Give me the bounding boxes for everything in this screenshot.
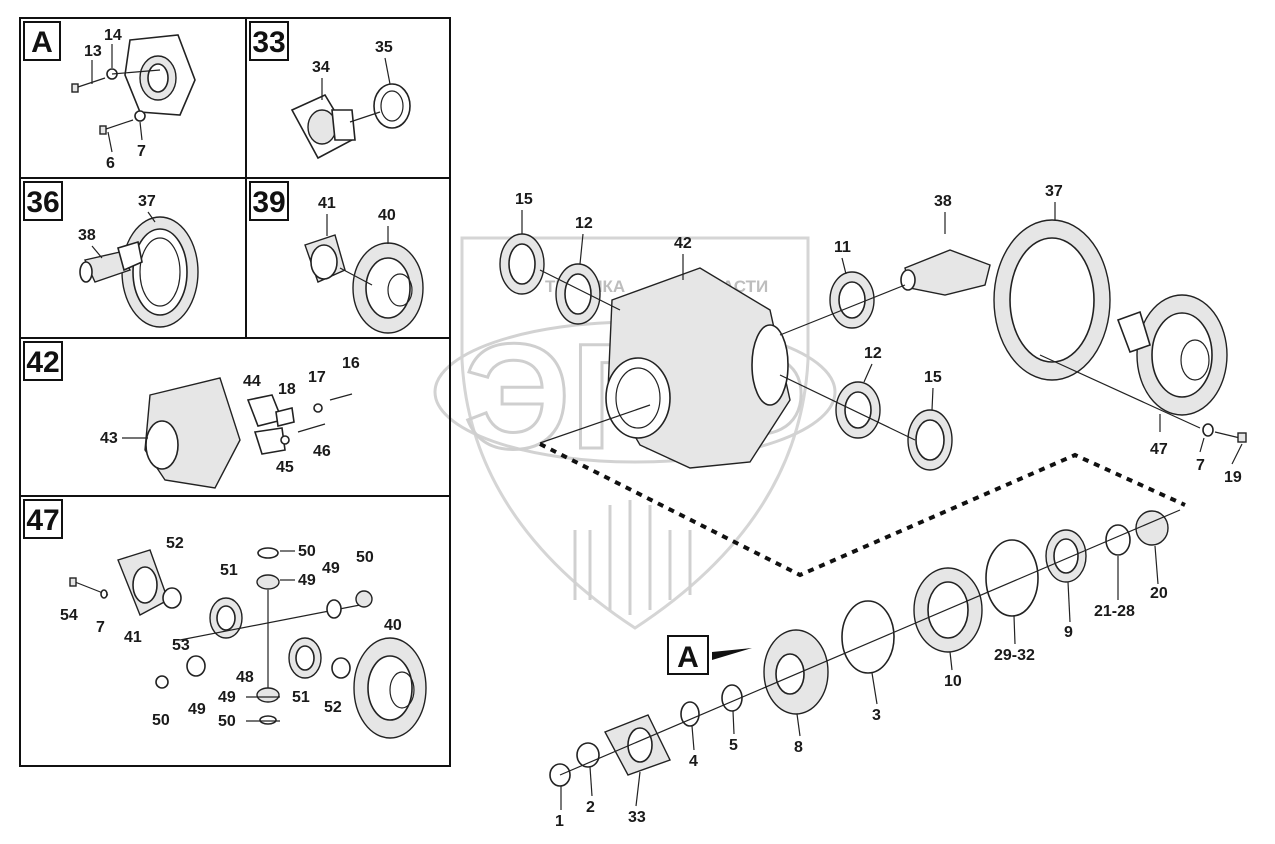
callout-a-box: A xyxy=(677,641,699,674)
callout-42: 42 xyxy=(674,235,692,252)
panel-47-callouts: 54 7 41 52 53 51 50 49 49 50 48 49 50 50… xyxy=(60,535,402,730)
panel-label-33: 33 xyxy=(252,26,285,59)
callout-18: 18 xyxy=(278,381,296,398)
panel-33-callouts: 34 35 xyxy=(312,39,393,100)
callout-7-p47: 7 xyxy=(96,619,105,636)
callout-12-left: 12 xyxy=(575,215,593,232)
panel-42-parts xyxy=(144,377,353,489)
main-parts xyxy=(499,219,1247,787)
callout-40-p47: 40 xyxy=(384,617,402,634)
callout-35: 35 xyxy=(375,39,393,56)
callout-44: 44 xyxy=(243,373,261,390)
callout-37: 37 xyxy=(138,193,156,210)
callout-46: 46 xyxy=(313,443,331,460)
callout-15-left: 15 xyxy=(515,191,533,208)
callout-2: 2 xyxy=(586,799,595,816)
callout-50-top: 50 xyxy=(298,543,316,560)
callout-14: 14 xyxy=(104,27,122,44)
panel-39-callouts: 41 40 xyxy=(318,195,396,244)
panel-label-36: 36 xyxy=(26,186,59,219)
panel-33-parts xyxy=(290,83,411,160)
callout-13: 13 xyxy=(84,43,102,60)
callout-49-left: 49 xyxy=(188,701,206,718)
callout-52-top: 52 xyxy=(166,535,184,552)
callout-12-right: 12 xyxy=(864,345,882,362)
main-callouts: 15 12 42 11 38 37 12 15 47 7 19 A 20 21-… xyxy=(515,183,1243,830)
callout-41-p47: 41 xyxy=(124,629,142,646)
panel-label-a: A xyxy=(31,26,53,59)
callout-9: 9 xyxy=(1064,624,1073,641)
callout-38: 38 xyxy=(78,227,96,244)
callout-7: 7 xyxy=(137,143,146,160)
callout-54: 54 xyxy=(60,607,78,624)
callout-47: 47 xyxy=(1150,441,1168,458)
panel-42-callouts: 43 44 18 17 16 45 46 xyxy=(100,355,360,476)
callout-1: 1 xyxy=(555,813,564,830)
panel-a-callouts: 13 14 6 7 xyxy=(84,27,146,172)
callout-49-bottom: 49 xyxy=(218,689,236,706)
panel-36-callouts: 37 38 xyxy=(78,193,156,259)
panel-label-47: 47 xyxy=(26,504,59,537)
callout-15-right: 15 xyxy=(924,369,942,386)
callout-5: 5 xyxy=(729,737,738,754)
callout-21-28: 21-28 xyxy=(1094,603,1135,620)
callout-6: 6 xyxy=(106,155,115,172)
callout-11: 11 xyxy=(834,239,851,256)
callout-49-top: 49 xyxy=(298,572,316,589)
callout-43: 43 xyxy=(100,430,118,447)
callout-37: 37 xyxy=(1045,183,1063,200)
panel-frames xyxy=(19,17,451,767)
callout-20: 20 xyxy=(1150,585,1168,602)
callout-8: 8 xyxy=(794,739,803,756)
callout-51-top: 51 xyxy=(220,562,238,579)
callout-34: 34 xyxy=(312,59,330,76)
callout-38: 38 xyxy=(934,193,952,210)
callout-17: 17 xyxy=(308,369,326,386)
callout-52-bottom: 52 xyxy=(324,699,342,716)
callout-10: 10 xyxy=(944,673,962,690)
callout-48: 48 xyxy=(236,669,254,686)
callout-49-right: 49 xyxy=(322,560,340,577)
callout-16: 16 xyxy=(342,355,360,372)
callout-51-bottom: 51 xyxy=(292,689,310,706)
panel-a-parts xyxy=(71,34,196,135)
panel-label-42: 42 xyxy=(26,346,59,379)
callout-33: 33 xyxy=(628,809,646,826)
panel-label-39: 39 xyxy=(252,186,285,219)
callout-41-p39: 41 xyxy=(318,195,336,212)
panel-39-parts xyxy=(304,234,424,334)
callout-45: 45 xyxy=(276,459,294,476)
callout-3: 3 xyxy=(872,707,881,724)
callout-53: 53 xyxy=(172,637,190,654)
callout-40-p39: 40 xyxy=(378,207,396,224)
callout-29-32: 29-32 xyxy=(994,647,1035,664)
callout-50-bottom: 50 xyxy=(218,713,236,730)
callout-50-right: 50 xyxy=(356,549,374,566)
callout-19: 19 xyxy=(1224,469,1242,486)
panel-36-parts xyxy=(79,216,199,328)
panel-labels: A 33 36 39 42 47 xyxy=(23,21,289,539)
callout-50-left: 50 xyxy=(152,712,170,729)
callout-7: 7 xyxy=(1196,457,1205,474)
callout-4: 4 xyxy=(689,753,698,770)
panel-47-parts xyxy=(69,547,427,739)
